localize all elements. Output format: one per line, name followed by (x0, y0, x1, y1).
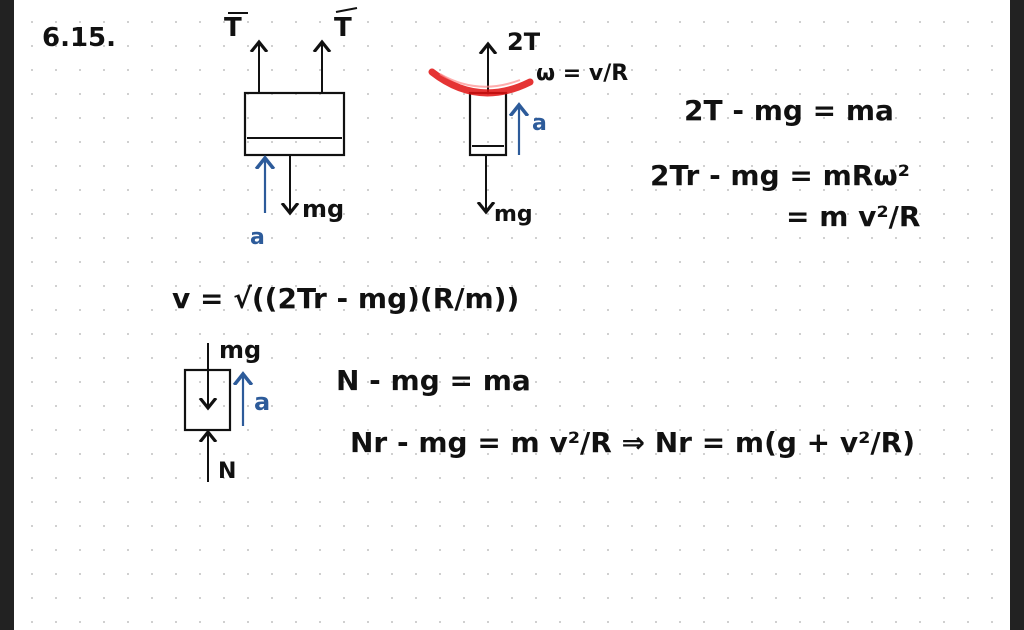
tension-left-label: T (224, 13, 242, 43)
normal-label: N (218, 459, 236, 484)
accel2-label: a (532, 111, 547, 136)
accel3-label: a (254, 388, 270, 416)
problem-number: 6.15. (42, 23, 116, 53)
weight3-label: mg (219, 336, 261, 364)
equation-speed: v = √((2Tr - mg)(R/m)) (172, 282, 519, 315)
weight-label: mg (302, 195, 344, 223)
tension-right-label: T (334, 13, 352, 43)
equation-normal-vector: N - mg = ma (336, 364, 531, 397)
notebook-page (14, 0, 1010, 630)
diagram-box-two-tensions: T T mg a (224, 7, 358, 250)
right-bezel (1010, 0, 1024, 630)
box-body (243, 91, 346, 157)
equation-normal-radial: Nr - mg = m v²/R ⇒ Nr = m(g + v²/R) (350, 426, 915, 459)
tension-2t-label: 2T (507, 28, 541, 56)
highlight-arc (428, 68, 534, 97)
accel-label: a (250, 225, 265, 250)
weight2-label: mg (494, 202, 533, 227)
omega-label: ω = v/R (536, 61, 628, 86)
highlight-arc-inner (439, 73, 521, 88)
diagram-normal-force: mg a N (183, 336, 270, 484)
equation-radial-cont: = m v²/R (786, 200, 920, 233)
vec-bar-t2 (335, 7, 358, 13)
equation-radial: 2Tr - mg = mRω² (650, 159, 910, 192)
left-bezel (0, 0, 14, 630)
equation-vector: 2T - mg = ma (684, 94, 894, 127)
diagram-narrow-box: 2T ω = v/R a mg (428, 28, 628, 227)
